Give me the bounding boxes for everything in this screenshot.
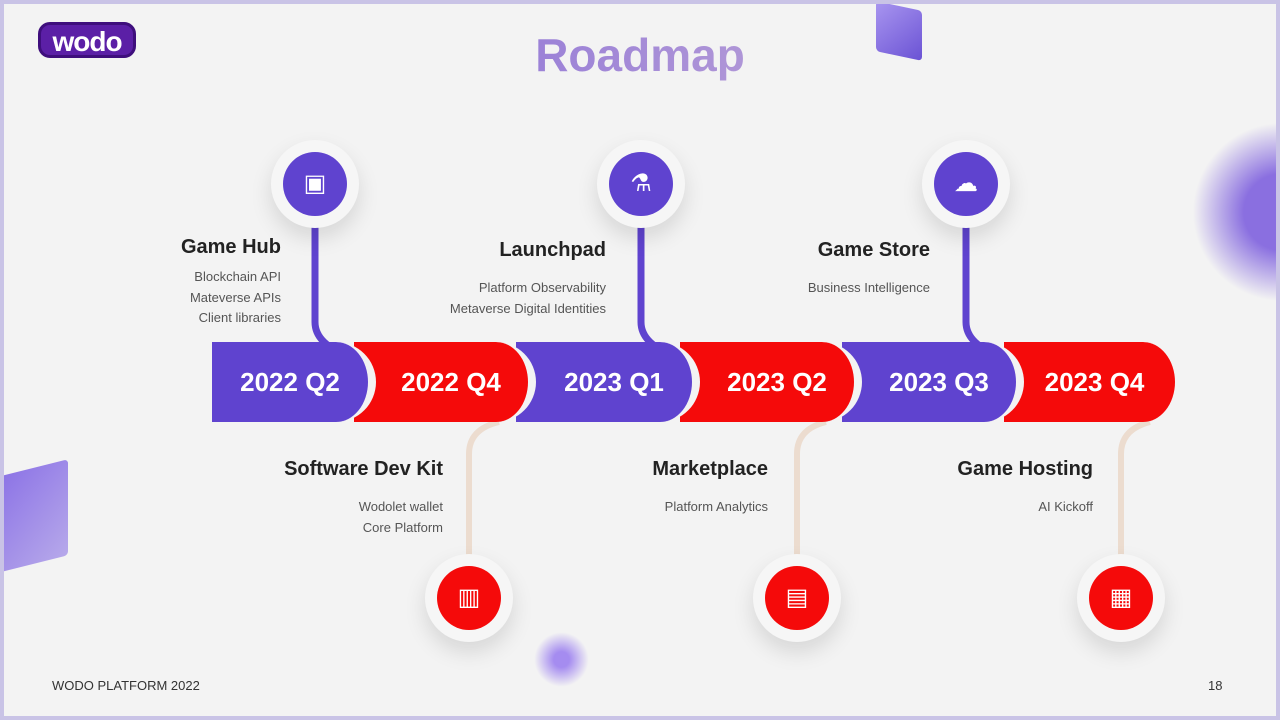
- milestone-title: Game Store: [817, 239, 930, 261]
- decor-blob: [534, 632, 589, 687]
- milestone-title: Game Hosting: [957, 458, 1093, 480]
- footer-text: WODO PLATFORM 2022: [52, 678, 200, 693]
- timeline-segment-2022-q2: 2022 Q2: [212, 342, 376, 422]
- timeline-segment-2023-q1: 2023 Q1: [516, 342, 700, 422]
- page-title: Roadmap: [4, 28, 1276, 82]
- page-number: 18: [1208, 678, 1223, 693]
- milestone-icon-circle: ▦: [1077, 554, 1165, 642]
- timeline-segment-2022-q4: 2022 Q4: [354, 342, 536, 422]
- slide: wodo Roadmap 2023 Q4 2023 Q3 2023 Q2 202…: [4, 4, 1276, 716]
- launch-icon: ⚗: [609, 152, 673, 216]
- milestone-icon-circle: ▤: [753, 554, 841, 642]
- game-hub-icon: ▣: [283, 152, 347, 216]
- wodo-logo: wodo: [38, 22, 136, 58]
- analytics-icon: ▤: [765, 566, 829, 630]
- milestone-title: Software Dev Kit: [284, 458, 443, 480]
- milestone-title: Game Hub: [180, 236, 281, 258]
- milestone-title: Marketplace: [652, 458, 768, 480]
- milestone-icon-circle: ⚗: [597, 140, 685, 228]
- milestone-icon-circle: ▥: [425, 554, 513, 642]
- milestone-items: AI Kickoff: [1038, 499, 1093, 514]
- timeline-segment-2023-q4: 2023 Q4: [1004, 342, 1183, 422]
- milestone-icon-circle: ☁: [922, 140, 1010, 228]
- milestone-icon-circle: ▣: [271, 140, 359, 228]
- server-icon: ▦: [1089, 566, 1153, 630]
- timeline-segment-2023-q3: 2023 Q3: [842, 342, 1024, 422]
- timeline-segment-2023-q2: 2023 Q2: [680, 342, 862, 422]
- cloud-code-icon: ☁: [934, 152, 998, 216]
- factory-icon: ▥: [437, 566, 501, 630]
- milestone-items: Platform Analytics: [664, 499, 768, 514]
- milestone-title: Launchpad: [499, 239, 606, 261]
- milestone-items: Business Intelligence: [807, 280, 930, 295]
